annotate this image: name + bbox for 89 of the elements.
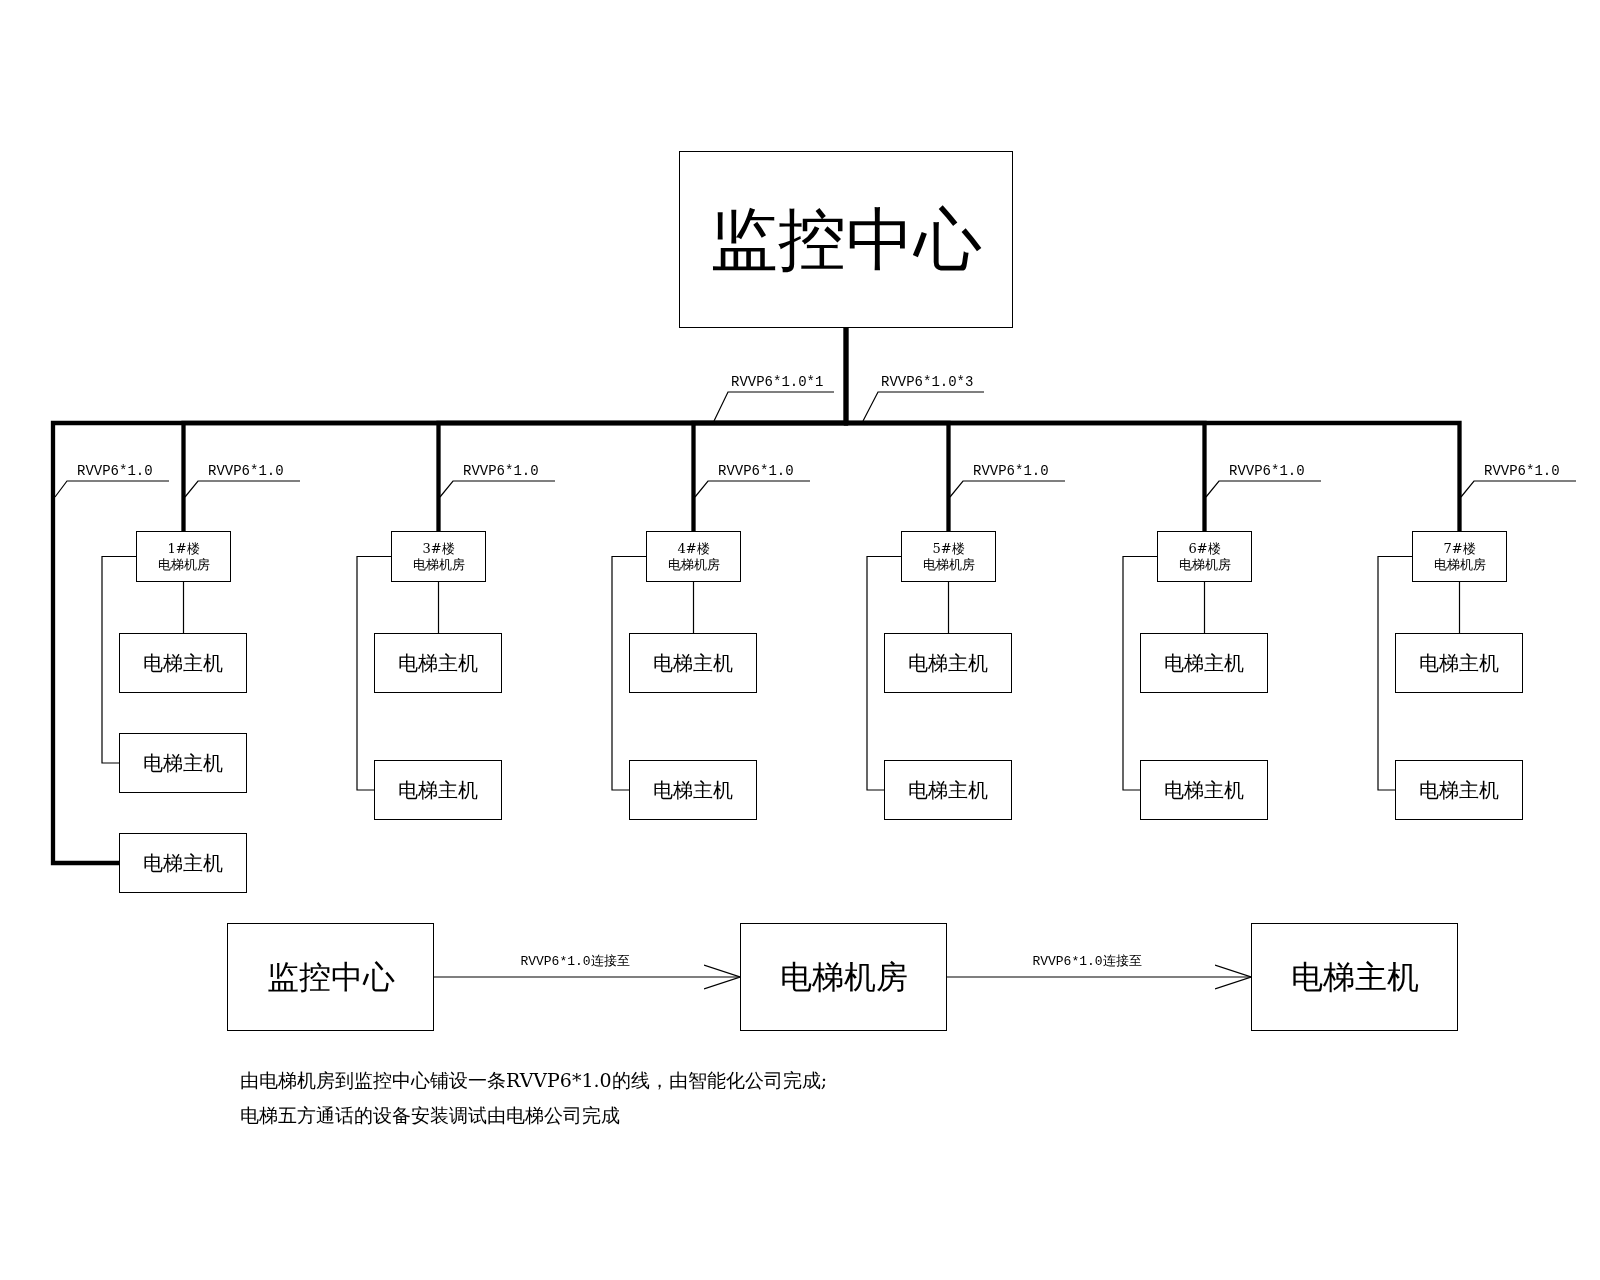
cable-label: RVVP6*1.0 <box>1219 461 1321 481</box>
host-label: 电梯主机 <box>908 778 988 802</box>
cable-label: RVVP6*1.0 <box>453 461 555 481</box>
host-label: 电梯主机 <box>143 651 223 675</box>
edge-label: RVVP6*1.0连接至 <box>518 954 632 970</box>
elevator-host-box <box>1395 760 1523 820</box>
machine-room-box <box>391 531 486 582</box>
cable-label: RVVP6*1.0 <box>963 461 1065 481</box>
machine-room-box <box>136 531 231 582</box>
elevator-host-box <box>1140 760 1268 820</box>
leader-line <box>439 480 556 498</box>
building-number: 4#楼 <box>677 540 710 557</box>
machine-room-box <box>1157 531 1252 582</box>
connector-line <box>947 581 950 634</box>
leader-line <box>694 480 811 498</box>
elevator-host-box <box>629 760 757 820</box>
leader-line <box>949 480 1066 498</box>
room-name: 电梯机房 <box>667 556 720 573</box>
cable-line <box>50 328 849 866</box>
leader-line <box>713 391 835 422</box>
process-box <box>1251 923 1458 1031</box>
leader-line <box>862 391 985 422</box>
host-label: 电梯主机 <box>653 778 733 802</box>
connector-line <box>1203 581 1206 634</box>
connector-line <box>437 581 440 634</box>
room-name: 电梯机房 <box>1433 556 1486 573</box>
machine-room-box <box>1412 531 1507 582</box>
process-box <box>740 923 947 1031</box>
arrow <box>433 964 741 990</box>
host-label: 电梯主机 <box>1419 778 1499 802</box>
elevator-host-box <box>1395 633 1523 693</box>
room-name: 电梯机房 <box>922 556 975 573</box>
connector-line <box>611 555 647 791</box>
leader-line <box>1205 480 1322 498</box>
connector-line <box>692 581 695 634</box>
process-box <box>227 923 434 1031</box>
arrow <box>946 964 1252 990</box>
building-number: 3#楼 <box>422 540 455 557</box>
monitoring-center-box <box>679 151 1013 328</box>
host-label: 电梯主机 <box>398 651 478 675</box>
connector-line <box>1458 581 1461 634</box>
elevator-host-box <box>374 760 502 820</box>
process-label: 监控中心 <box>266 958 395 996</box>
edge-label: RVVP6*1.0连接至 <box>1030 954 1144 970</box>
host-label: 电梯主机 <box>398 778 478 802</box>
cable-label: RVVP6*1.0 <box>708 461 810 481</box>
note-text: 电梯五方通话的设备安装调试由电梯公司完成 <box>240 1103 620 1127</box>
connector-line <box>182 581 185 634</box>
elevator-host-box <box>119 633 247 693</box>
connector-line <box>1122 555 1158 791</box>
cable-label: RVVP6*1.0 <box>67 461 169 481</box>
building-number: 5#楼 <box>932 540 965 557</box>
host-label: 电梯主机 <box>143 751 223 775</box>
elevator-host-box <box>119 833 247 893</box>
cable-label: RVVP6*1.0*3 <box>878 372 984 392</box>
leader-line <box>1460 480 1577 498</box>
elevator-host-box <box>884 633 1012 693</box>
room-name: 电梯机房 <box>412 556 465 573</box>
connector-line <box>101 555 137 764</box>
elevator-host-box <box>1140 633 1268 693</box>
cable-label: RVVP6*1.0 <box>1474 461 1576 481</box>
leader-line <box>54 480 170 498</box>
center-title: 监控中心 <box>710 198 982 281</box>
leader-line <box>184 480 301 498</box>
elevator-host-box <box>629 633 757 693</box>
connector-line <box>1377 555 1413 791</box>
host-label: 电梯主机 <box>908 651 988 675</box>
note-text: 由电梯机房到监控中心铺设一条RVVP6*1.0的线，由智能化公司完成; <box>240 1068 828 1092</box>
connector-line <box>866 555 902 791</box>
host-label: 电梯主机 <box>143 851 223 875</box>
host-label: 电梯主机 <box>653 651 733 675</box>
process-label: 电梯主机 <box>1290 958 1419 996</box>
elevator-host-box <box>119 733 247 793</box>
elevator-host-box <box>884 760 1012 820</box>
room-name: 电梯机房 <box>1178 556 1231 573</box>
host-label: 电梯主机 <box>1419 651 1499 675</box>
machine-room-box <box>646 531 741 582</box>
cable-label: RVVP6*1.0*1 <box>728 372 834 392</box>
elevator-host-box <box>374 633 502 693</box>
building-number: 7#楼 <box>1443 540 1476 557</box>
process-label: 电梯机房 <box>779 958 908 996</box>
room-name: 电梯机房 <box>157 556 210 573</box>
cable-label: RVVP6*1.0 <box>198 461 300 481</box>
building-number: 6#楼 <box>1188 540 1221 557</box>
machine-room-box <box>901 531 996 582</box>
building-number: 1#楼 <box>167 540 200 557</box>
connector-line <box>356 555 392 791</box>
host-label: 电梯主机 <box>1164 778 1244 802</box>
host-label: 电梯主机 <box>1164 651 1244 675</box>
